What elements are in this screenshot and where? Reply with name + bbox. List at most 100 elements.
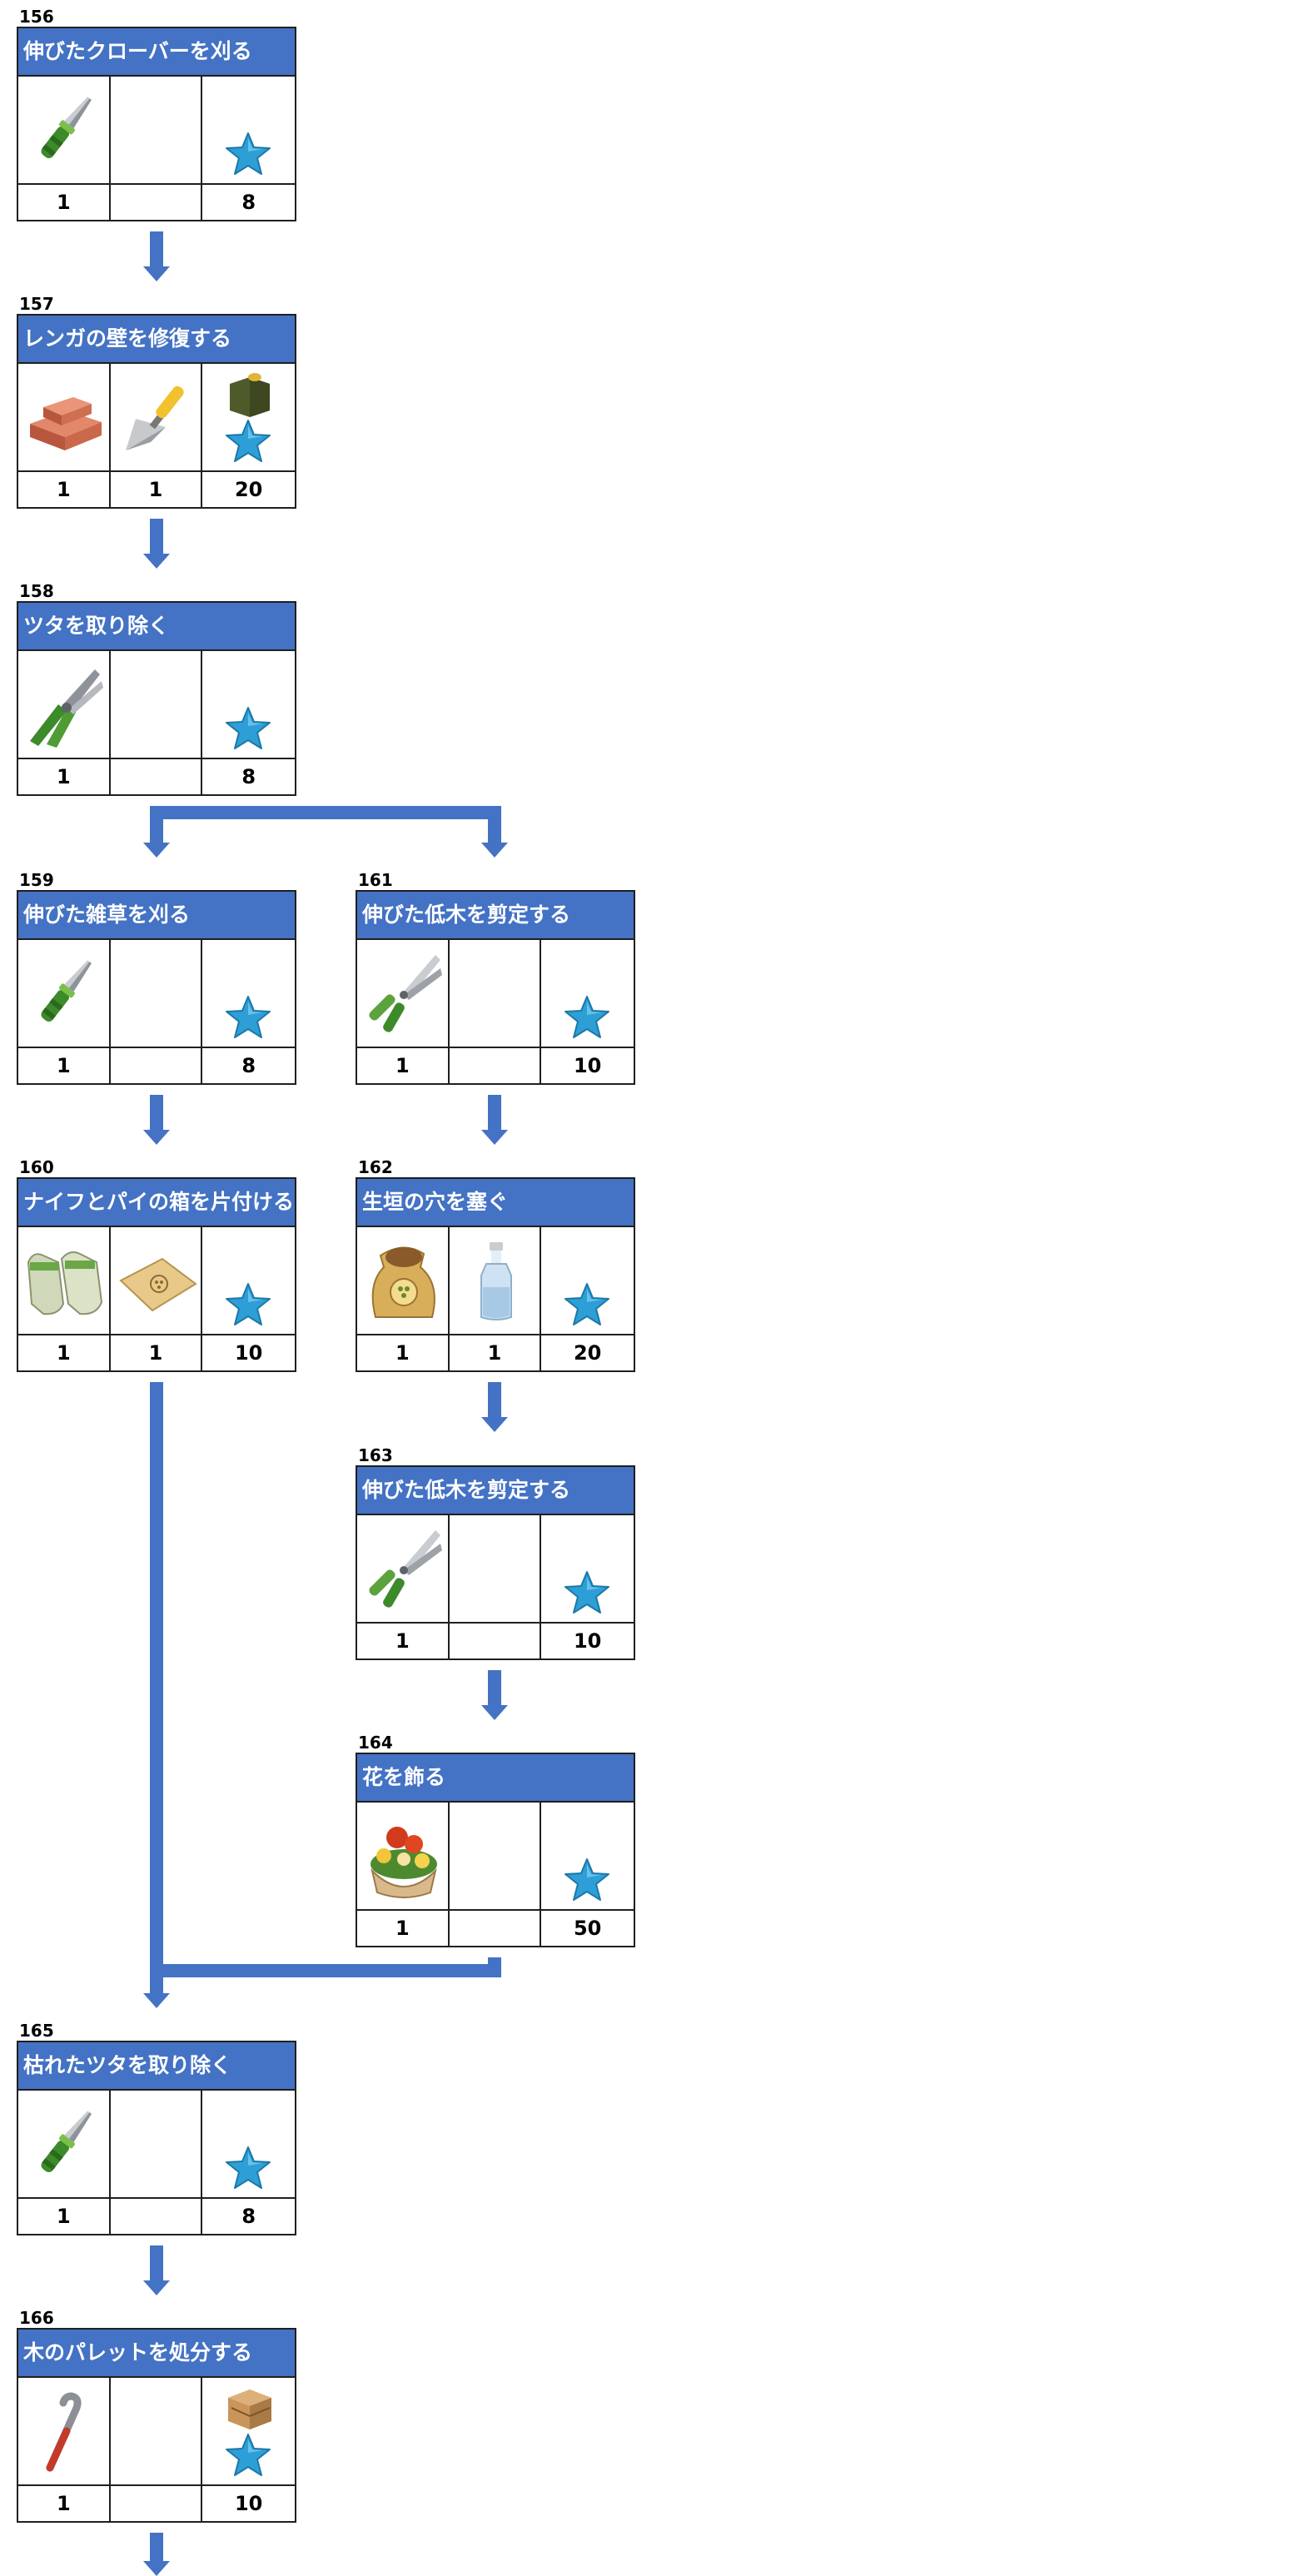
item-cell [111,364,203,470]
arrow-166-next-shaft [150,2533,163,2561]
reward-cell [202,77,295,183]
item-cell [18,940,111,1047]
pliers-icon [25,661,105,748]
quest-icon-row [18,651,295,759]
quest-number: 159 [19,870,54,890]
quest-title: レンガの壁を修復する [18,316,295,364]
item-cell [357,1803,450,1909]
reward-count: 20 [234,478,263,501]
quest-count-row: 1 50 [357,1911,634,1946]
star-icon [225,1282,271,1327]
item-cell [450,1227,542,1334]
item-cell [111,2091,203,2197]
crate-icon [225,2383,275,2433]
quest-number: 161 [358,870,393,890]
quest-title: 花を飾る [357,1754,634,1803]
quest-icon-row [18,2091,295,2199]
item-count [450,1048,542,1083]
arrow-157-158-arrowhead [143,554,170,569]
quest-number: 158 [19,581,54,601]
reward-count: 50 [573,1917,602,1940]
item-count: 1 [18,2486,111,2521]
item-count: 1 [450,1335,542,1370]
arrow-163-164-arrowhead [481,1705,508,1720]
item-count: 1 [18,2199,111,2234]
arrow-163-164-shaft [488,1670,501,1705]
arrow-156-157-arrowhead [143,266,170,281]
arrow-159-160-arrowhead [143,1130,170,1145]
item-count: 1 [357,1911,450,1946]
quest-number: 164 [358,1733,393,1753]
bottle-icon [456,1237,536,1324]
reward-cell [202,364,295,470]
reward-count: 8 [241,765,256,788]
quest-number: 160 [19,1157,54,1177]
seed-bag-icon [364,1237,444,1324]
quest-number: 157 [19,294,54,314]
reward-cell [202,1227,295,1334]
gloves-icon [25,1237,105,1324]
reward-count: 10 [234,1341,263,1365]
item-count: 1 [111,472,203,507]
quest-title: ツタを取り除く [18,603,295,651]
quest-title: 生垣の穴を塞ぐ [357,1179,634,1227]
crowbar-icon [25,2388,105,2474]
arrow-159-160-shaft [150,1095,163,1130]
branch-line-158-161 [150,806,501,819]
knife-icon [25,2101,105,2187]
quest-table: 花を飾る 1 50 [356,1753,635,1947]
shears-icon [364,1525,444,1612]
reward-cell [202,940,295,1047]
star-icon [564,995,610,1040]
quest-number: 165 [19,2021,54,2041]
quest-number: 162 [358,1157,393,1177]
item-count: 1 [18,185,111,220]
bricks-icon [25,374,105,460]
item-count [450,1911,542,1946]
quest-title: 伸びた低木を剪定する [357,892,634,940]
item-cell [450,1515,542,1622]
knife-icon [25,87,105,173]
branch-drop-161-shaft [488,806,501,843]
star-icon [225,132,271,177]
cloth-icon [117,1237,197,1324]
item-cell [18,2378,111,2484]
item-cell [18,77,111,183]
item-cell [18,1227,111,1334]
quest-icon-row [18,364,295,472]
item-cell [450,940,542,1047]
item-cell [111,2378,203,2484]
reward-cell [541,1803,634,1909]
reward-cell [541,940,634,1047]
item-count [111,185,203,220]
shears-icon [364,950,444,1037]
star-icon [225,995,271,1040]
star-icon [225,419,271,464]
arrow-166-next-arrowhead [143,2561,170,2576]
item-count: 1 [18,472,111,507]
item-count: 1 [357,1335,450,1370]
flower-pot-icon [364,1813,444,1899]
item-count: 1 [18,1048,111,1083]
branch-drop-161-arrowhead [481,843,508,858]
quest-icon-row [18,940,295,1048]
